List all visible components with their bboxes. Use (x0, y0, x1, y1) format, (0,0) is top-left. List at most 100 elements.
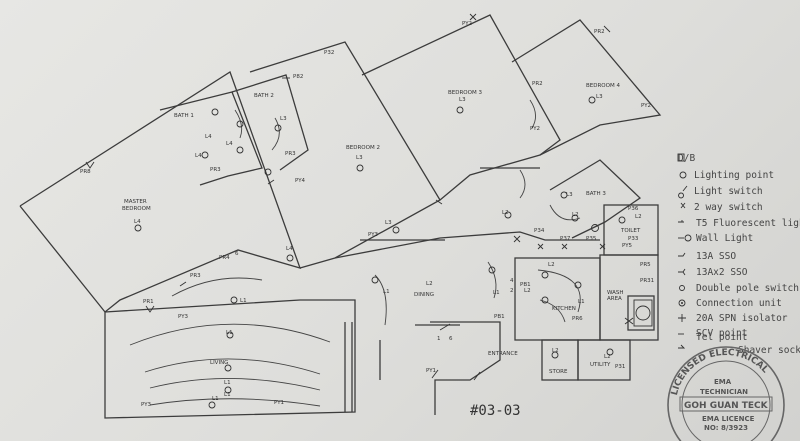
label-pb1-b: PB1 (494, 314, 505, 320)
legend-item-10: 20A SPN isolator (696, 313, 788, 324)
room-master-bedroom-line2: BEDROOM (122, 206, 151, 212)
label-l2-e: L2 (604, 354, 611, 360)
label-pr2-a: PR2 (594, 29, 605, 35)
label-p31: P31 (615, 364, 625, 370)
switch-marks (85, 13, 634, 381)
wiring (129, 99, 581, 407)
light-switch-icon (678, 185, 688, 199)
label-pr1: PR1 (143, 299, 154, 305)
label-p36: P36 (628, 206, 639, 212)
label-pr3-b: PR3 (210, 167, 221, 173)
label-l2-f: L2 (635, 214, 642, 220)
label-l4-c: L4 (134, 219, 141, 225)
isolator-icon (678, 314, 686, 322)
label-l4-b: L4 (205, 134, 212, 140)
label-p32: P32 (324, 50, 334, 56)
label-pr3-c: PR3 (190, 273, 201, 279)
label-py1: PY1 (426, 368, 436, 374)
label-py3-b: PY3 (368, 232, 379, 238)
label-p35: P35 (586, 236, 597, 242)
label-num-6: 6 (235, 251, 239, 257)
label-pr31: PR31 (640, 278, 654, 284)
label-l2-g: L2 (572, 212, 579, 218)
label-l1-b: L1 (224, 380, 231, 386)
label-p82: P82 (293, 74, 303, 80)
label-pr8: PR8 (80, 169, 91, 175)
label-py3: PY3 (178, 314, 189, 320)
room-utility: UTILITY (590, 362, 611, 368)
room-labels: MASTER BEDROOM BATH 1 BATH 2 BEDROOM 2 B… (122, 83, 641, 375)
legend-item-5: Wall Light (696, 233, 753, 244)
label-l1-e: L1 (383, 289, 390, 295)
legend-symbols (677, 153, 692, 349)
label-py2-b: PY2 (641, 103, 651, 109)
label-num-6b: 6 (449, 336, 453, 342)
label-l3-a: L3 (459, 97, 466, 103)
tel-point-icon (678, 344, 686, 349)
room-wash-area-line2: AREA (607, 296, 622, 302)
label-p37: P37 (560, 236, 571, 242)
label-num-2: 2 (510, 288, 514, 294)
label-py2-c: PY2 (530, 126, 540, 132)
legend-item-11: SCV point (696, 328, 747, 339)
electrician-stamp: LICENSED ELECTRICAL EMA TECHNICIAN GOH G… (667, 346, 785, 441)
room-living: LIVING (210, 360, 228, 366)
label-l2-c: L2 (548, 262, 555, 268)
legend-item-0: D/B (678, 153, 695, 164)
label-l2-h: L2 (524, 288, 531, 294)
label-pb1-a: PB1 (520, 282, 531, 288)
legend-item-4: T5 Fluorescent light (696, 218, 800, 229)
label-num-1: 1 (437, 336, 441, 342)
label-l1-d: L1 (240, 298, 247, 304)
point-labels: PY2 PR2 P32 P82 PR2 PY2 PY2 PR3 PY4 PR8 … (80, 21, 654, 408)
label-l4-d: L4 (286, 246, 293, 252)
stamp-line2: TECHNICIAN (700, 388, 748, 396)
label-l3-d: L3 (280, 116, 287, 122)
label-num-4: 4 (510, 278, 514, 284)
legend-item-2: Light switch (694, 186, 763, 197)
fixtures (134, 96, 653, 409)
connection-unit-icon (678, 299, 686, 307)
label-py2-a: PY2 (462, 21, 472, 27)
label-pr4: PR4 (219, 255, 230, 261)
legend-item-12: Tel point (696, 332, 747, 343)
room-toilet: TOILET (620, 228, 641, 234)
drawing-reference: #03-03 (470, 403, 521, 419)
label-py3-c: PY3 (141, 402, 152, 408)
room-master-bedroom-line1: MASTER (124, 199, 147, 205)
stamp-line4: NO: 8/3923 (704, 424, 748, 432)
room-bath-3: BATH 3 (586, 191, 606, 197)
room-wash-area-line1: WASH (607, 290, 624, 296)
legend-item-9: Connection unit (696, 298, 782, 309)
legend: D/B Lighting point Light switch 2 way sw… (677, 153, 800, 356)
stamp-line3: EMA LICENCE (702, 415, 755, 423)
label-p33: P33 (628, 236, 639, 242)
label-l3-b: L3 (596, 94, 603, 100)
label-l3-e: L3 (385, 220, 392, 226)
legend-item-6: 13A SSO (696, 251, 736, 262)
legend-item-8: Double pole switch (696, 283, 799, 294)
label-py4: PY4 (295, 178, 306, 184)
label-l2-b: L2 (502, 210, 509, 216)
distribution-board-icon (677, 153, 685, 162)
lighting-point-icon (679, 171, 687, 179)
label-pr5: PR5 (640, 262, 651, 268)
label-l1-h: L1 (212, 396, 219, 402)
label-pr6: PR6 (572, 316, 583, 322)
room-bedroom-3: BEDROOM 3 (448, 90, 482, 96)
label-pr3-a: PR3 (285, 151, 296, 157)
label-l4-a: L4 (226, 141, 233, 147)
room-kitchen: KITCHEN (552, 306, 576, 312)
room-entrance: ENTRANCE (488, 351, 518, 357)
walls (19, 14, 662, 419)
label-py1-b: PY1 (274, 400, 284, 406)
socket-13ax2-icon (678, 268, 686, 276)
label-l2-d: L2 (552, 348, 559, 354)
label-l3-c: L3 (356, 155, 363, 161)
legend-item-1: Lighting point (694, 170, 774, 181)
legend-item-3: 2 way switch (694, 202, 763, 213)
label-l4-e: L4 (195, 153, 202, 159)
room-bedroom-4: BEDROOM 4 (586, 83, 620, 89)
